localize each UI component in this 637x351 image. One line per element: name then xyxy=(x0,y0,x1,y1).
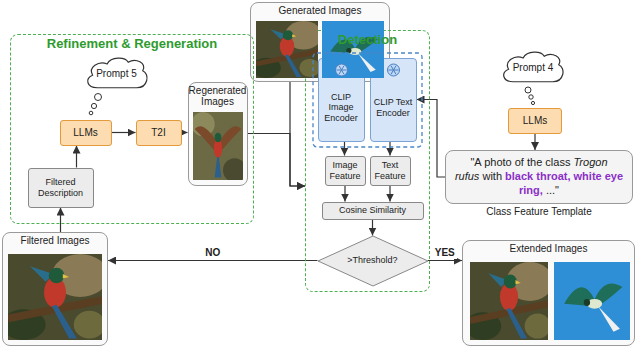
box-label: Filtered Description xyxy=(31,177,91,198)
llm-box: LLMs xyxy=(60,120,112,146)
decision-diamond: >Threshold? xyxy=(318,236,428,286)
box-label: LLMs xyxy=(523,115,547,127)
generated-image-1 xyxy=(252,21,322,78)
image-panel: Regenerated Images xyxy=(188,82,248,186)
text-block: "A photo of the classTrogon rufuswithbla… xyxy=(452,156,626,197)
extended-image-2 xyxy=(554,262,630,340)
box-label: Extended Images xyxy=(510,243,588,255)
box-label: LLMs xyxy=(73,127,97,139)
connector-arrow xyxy=(248,134,306,187)
filtered-image xyxy=(2,254,109,340)
encoder-box: CLIP Text Encoder xyxy=(370,58,417,142)
thought-bubbles xyxy=(525,87,535,105)
box-label: Generated Images xyxy=(279,5,362,17)
box-label: Prompt 4 xyxy=(513,62,554,74)
box-label: CLIP Image Encoder xyxy=(321,92,362,123)
image-panel: Filtered Images xyxy=(2,232,108,346)
box-caption: Class Feature Template xyxy=(446,206,632,218)
template-text: black throat, white eye ring, xyxy=(505,170,623,196)
box-label: Filtered Images xyxy=(21,235,90,247)
box-label: Text Feature xyxy=(373,160,408,181)
process-box: Cosine Similarity xyxy=(322,202,424,220)
connector-arrow xyxy=(389,186,390,202)
connector-arrow xyxy=(290,82,305,186)
connector-arrow xyxy=(417,100,446,178)
cloud-shape xyxy=(504,52,563,82)
box-label: Regenerated Images xyxy=(189,85,247,108)
connector-arrow xyxy=(344,186,345,202)
dashed-region: DetectionCLIP Image Encoder CLIP Text Enc… xyxy=(305,30,430,292)
generated-image-2 xyxy=(322,21,384,78)
box-label: T2I xyxy=(151,127,165,139)
box-label: >Threshold? xyxy=(347,255,397,265)
region-title: Refinement & Regeneration xyxy=(47,37,217,52)
connector-arrow xyxy=(372,220,373,236)
edge-label: NO xyxy=(203,247,222,259)
encoder-group-outline xyxy=(313,53,422,147)
box-label: CLIP Text Encoder xyxy=(373,97,414,118)
edge-label: YES xyxy=(433,247,457,259)
connector-arrow xyxy=(112,132,136,133)
feature-box: Image Feature xyxy=(325,156,366,186)
connector-arrow xyxy=(428,260,463,261)
connector-arrow xyxy=(344,142,345,156)
box-label: Image Feature xyxy=(328,160,363,181)
frozen-icon xyxy=(388,64,400,76)
connector-arrow xyxy=(389,142,390,156)
box-label: Cosine Similarity xyxy=(339,205,406,215)
template-box: "A photo of the classTrogon rufuswithbla… xyxy=(445,150,633,204)
dashed-region: Refinement & RegenerationPrompt 5 LLMs T2I… xyxy=(10,34,254,224)
frozen-icon xyxy=(336,64,348,76)
connector-arrow xyxy=(534,134,535,150)
template-text: "A photo of the class xyxy=(470,156,570,168)
template-text: ..." xyxy=(546,184,559,196)
connector-arrow xyxy=(182,132,188,133)
diamond-shape xyxy=(318,236,428,286)
encoder-box: CLIP Image Encoder xyxy=(318,58,365,142)
connector-arrow xyxy=(60,208,61,233)
connector-arrow xyxy=(76,146,77,168)
image-panel: Extended Images xyxy=(462,240,635,346)
t2i-box: T2I xyxy=(136,120,182,146)
extended-image-1 xyxy=(465,262,553,340)
box-label: Prompt 5 xyxy=(96,68,137,80)
process-box: Filtered Description xyxy=(28,168,94,208)
region-title: Detection xyxy=(338,33,397,48)
llm-box: LLMs xyxy=(508,108,562,134)
thought-bubbles xyxy=(89,94,101,115)
connector-arrow xyxy=(108,260,318,261)
regenerated-image xyxy=(191,112,246,182)
thought-cloud: Prompt 5 xyxy=(84,56,150,90)
cloud-shape xyxy=(87,58,146,88)
template-text: with xyxy=(482,170,502,182)
feature-box: Text Feature xyxy=(370,156,411,186)
thought-cloud: Prompt 4 xyxy=(500,50,566,84)
